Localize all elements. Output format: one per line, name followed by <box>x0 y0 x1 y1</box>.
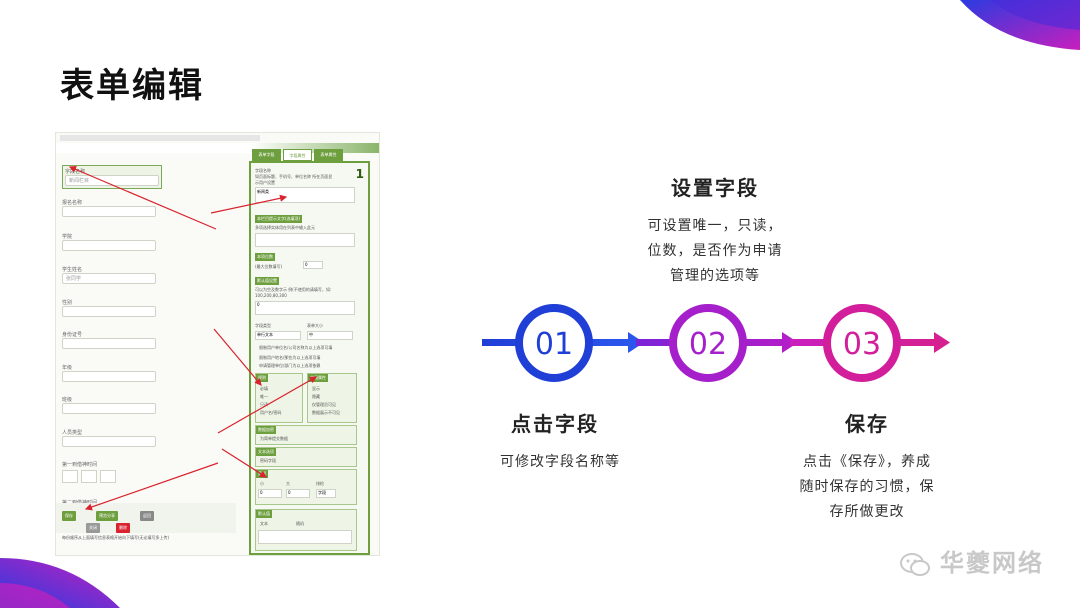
step-1-circle <box>515 304 593 382</box>
form-field-5[interactable]: 身份证号 <box>62 331 156 349</box>
step-2-title: 设置字段 <box>671 176 759 200</box>
step-3-title: 保存 <box>845 412 889 436</box>
screenshot-header-bar <box>56 143 379 153</box>
preview-share-button[interactable]: 预览分享 <box>96 511 118 521</box>
step-3-number: 03 <box>843 327 881 362</box>
form-field-3[interactable]: 学生姓名 张同学 <box>62 266 156 284</box>
process-flow: 01 02 03 <box>482 304 950 382</box>
wechat-icon <box>900 553 930 576</box>
form-editor-screenshot: 字段名称 新闻栏目 报名名称 学院 学生姓名 张同学 性别 身份证号 年级 班级 <box>55 132 380 556</box>
size-select[interactable]: 中 <box>307 331 353 340</box>
text-group: 文本选项 密码字段 <box>255 447 357 467</box>
tab-field-attrs[interactable]: 字段属性 <box>283 149 312 161</box>
tab-form-fields[interactable]: 表单字段 <box>252 149 281 161</box>
form-button-bar: 保存 预览分享 返回 关闭 删除 <box>56 503 236 533</box>
step-3-circle <box>823 304 901 382</box>
form-field-2[interactable]: 学院 <box>62 233 156 251</box>
default-value-group: 默认值 文本 随机 <box>255 509 357 551</box>
type-select[interactable]: 单行文本 <box>255 331 301 340</box>
range-group: 范围 小 大 排检 0 0 字段 <box>255 469 357 505</box>
digits-input[interactable]: 0 <box>303 261 323 269</box>
step-2-circle <box>669 304 747 382</box>
form-footnote: 每份顺序从上面填写信息表格开始向下填写(无论填写多上传) <box>62 535 170 540</box>
step-2-desc: 可设置唯一，只读， 位数，是否作为申请 管理的选项等 <box>647 218 783 284</box>
arrow-name-edit <box>210 194 288 214</box>
watermark-text: 华夔网络 <box>940 549 1044 577</box>
save-button[interactable]: 保存 <box>62 511 76 521</box>
corner-decoration-top-right <box>960 0 1080 60</box>
tab-form-attrs[interactable]: 表单属性 <box>314 149 343 161</box>
form-field-9[interactable]: 第一到借神时间 <box>62 461 119 487</box>
form-field-4[interactable]: 性别 <box>62 299 156 317</box>
screenshot-top-text <box>60 135 260 141</box>
annotation-arrows <box>68 166 318 511</box>
arrow-save <box>84 462 219 511</box>
step-1-desc: 可修改字段名称等 <box>500 454 620 470</box>
flow-arrowhead-3 <box>934 332 950 353</box>
field-settings-panel: 1 字段名称 如页面标题、手机号、单位名称 所在页面显示用户设置 新闻类 本栏目… <box>249 161 370 555</box>
form-field-6[interactable]: 年级 <box>62 364 156 382</box>
arrow-attr <box>217 376 318 434</box>
slide-title: 表单编辑 <box>60 66 204 106</box>
arrow-field-name <box>68 166 217 230</box>
step-3-desc: 点击《保存》，养成 随时保存的习惯，保 存所做更改 <box>799 454 935 520</box>
arrow-validation <box>213 328 262 386</box>
step-2-number: 02 <box>689 327 727 362</box>
desc-input[interactable] <box>255 233 355 247</box>
corner-decoration-bottom-left <box>0 538 120 608</box>
close-button[interactable]: 关闭 <box>86 523 100 533</box>
back-button[interactable]: 返回 <box>140 511 154 521</box>
step-1-number: 01 <box>535 327 573 362</box>
panel-number: 1 <box>355 167 364 181</box>
default-input[interactable]: 0 <box>255 301 355 315</box>
delete-button[interactable]: 删除 <box>116 523 130 533</box>
data-group: 数据加密 为简单提交数据 <box>255 425 357 445</box>
form-field-8[interactable]: 人员类型 <box>62 429 156 447</box>
step-1-title: 点击字段 <box>511 412 599 436</box>
form-field-7[interactable]: 班级 <box>62 396 156 414</box>
arrow-range <box>221 448 268 478</box>
form-field-1[interactable]: 报名名称 <box>62 199 156 217</box>
